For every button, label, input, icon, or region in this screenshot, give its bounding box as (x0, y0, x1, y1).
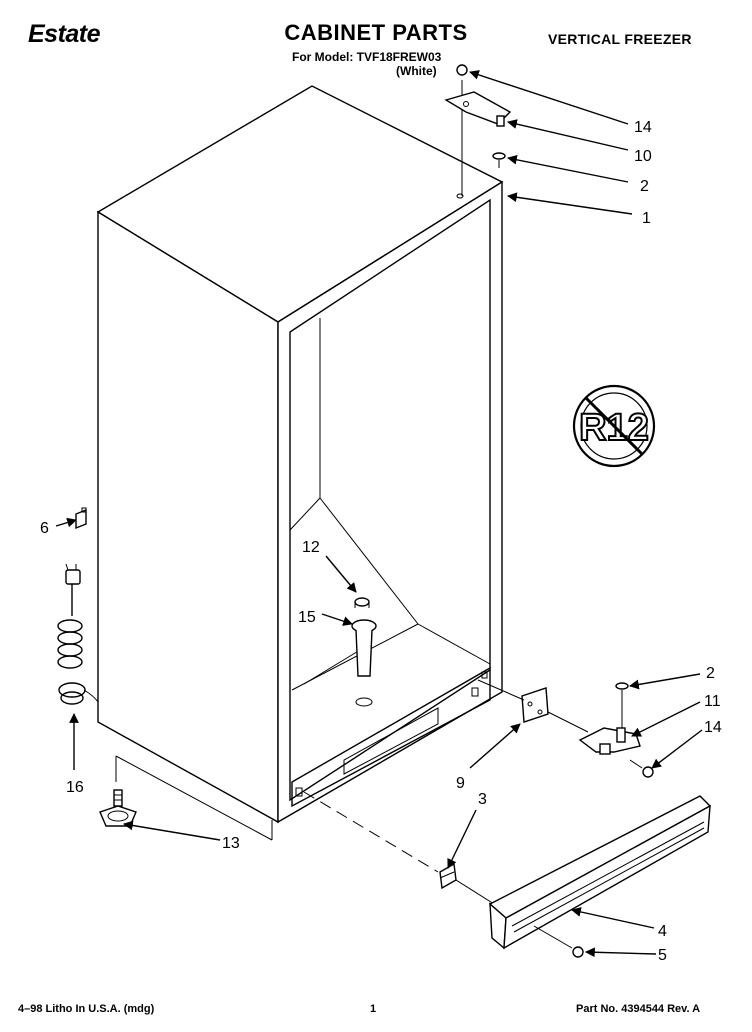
footer-part-number: Part No. 4394544 Rev. A (576, 1003, 701, 1015)
footer-page-number: 1 (370, 1003, 377, 1015)
screw-part-5 (533, 925, 584, 958)
model-color: (White) (396, 64, 437, 78)
bracket-part-9 (477, 679, 589, 733)
leveling-leg-part-13 (99, 789, 137, 827)
callout-13: 13 (222, 835, 240, 852)
clip-part-3 (303, 791, 495, 905)
callout-10: 10 (634, 148, 652, 165)
callout-2-top: 2 (640, 178, 649, 195)
page-title: CABINET PARTS (284, 20, 468, 45)
toe-grille-part-4 (488, 795, 712, 950)
leader-lines (55, 70, 703, 958)
power-cord-part-16 (57, 563, 99, 705)
callout-6: 6 (40, 520, 49, 537)
callout-12: 12 (302, 539, 320, 556)
cabinet-part (96, 85, 504, 841)
model-number: For Model: TVF18FREW03 (292, 50, 442, 64)
top-hinge-assembly (444, 64, 512, 196)
callout-11: 11 (704, 693, 721, 710)
callout-5: 5 (658, 947, 667, 964)
footer-litho: 4–98 Litho In U.S.A. (mdg) (18, 1003, 155, 1015)
callout-3: 3 (478, 791, 487, 808)
callout-14-top: 14 (634, 119, 652, 136)
callout-2-bottom: 2 (706, 665, 715, 682)
callout-9: 9 (456, 775, 465, 792)
brand-logo: Estate (28, 20, 101, 48)
drain-parts-12-15 (351, 597, 377, 707)
callout-1: 1 (642, 210, 651, 227)
r12-badge: R12 (572, 384, 656, 468)
callout-16: 16 (66, 779, 84, 796)
callout-14-bottom: 14 (704, 719, 722, 736)
product-category: VERTICAL FREEZER (548, 31, 692, 47)
bottom-hinge-parts (578, 682, 654, 778)
callout-4: 4 (658, 923, 667, 940)
clip-part-6 (75, 507, 87, 530)
callout-15: 15 (298, 609, 316, 626)
callout-labels: 14 10 2 1 6 12 15 2 11 14 9 3 16 13 4 5 (40, 119, 722, 964)
